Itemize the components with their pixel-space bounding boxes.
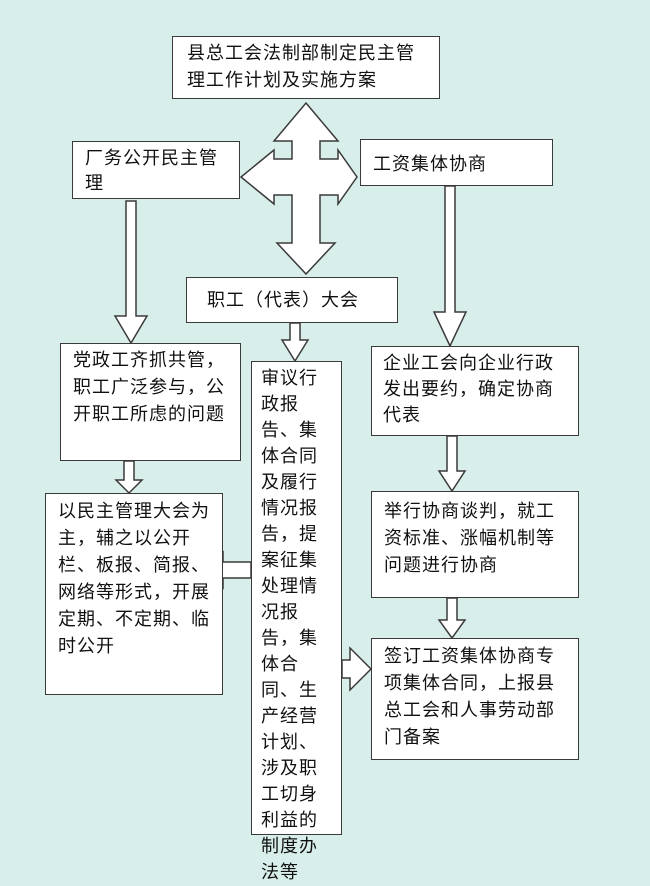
arrows-layer — [113, 101, 468, 692]
four-way-arrow — [239, 101, 358, 276]
arrow-review-to-sign — [341, 646, 373, 692]
workers-congress-box: 职工（代表）大会 — [186, 277, 398, 323]
review-reports-box: 审议行政报告、集体合同及履行情况报告，提案征集处理情况报告，集体合同、生产经营计… — [251, 361, 342, 883]
flowchart: 县总工会法制部制定民主管理工作计划及实施方案 厂务公开民主管理 工资集体协商 职… — [45, 36, 579, 883]
wage-negotiation-box: 工资集体协商 — [360, 139, 553, 186]
sign-contract-box: 签订工资集体协商专项集体合同，上报县总工会和人事劳动部门备案 — [371, 638, 579, 760]
union-offer-box: 企业工会向企业行政发出要约，确定协商代表 — [371, 346, 579, 436]
negotiation-talks-box: 举行协商谈判，就工资标准、涨幅机制等问题进行协商 — [371, 491, 579, 598]
joint-management-box: 党政工齐抓共管，职工广泛参与，公开职工所虑的问题 — [60, 343, 241, 461]
arrow-party-to-democracy — [114, 460, 144, 495]
factory-affairs-box: 厂务公开民主管理 — [72, 141, 240, 199]
arrow-wage-to-union — [432, 185, 468, 348]
disclosure-forms-box: 以民主管理大会为主，辅之以公开栏、板报、简报、网络等形式，开展定期、不定期、临时… — [45, 493, 223, 695]
arrow-congress-to-review — [280, 322, 310, 363]
arrow-negotiate-to-sign — [437, 597, 467, 640]
arrow-factory-to-party — [113, 200, 149, 345]
plan-box: 县总工会法制部制定民主管理工作计划及实施方案 — [172, 36, 440, 99]
arrow-union-to-negotiate — [437, 435, 467, 493]
